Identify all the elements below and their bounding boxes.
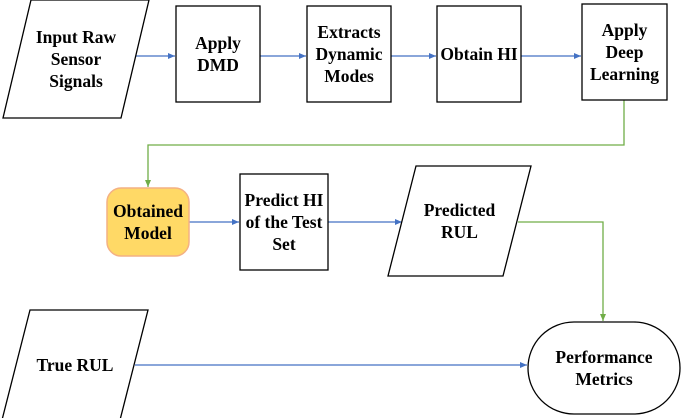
node-performance-label: Performance Metrics xyxy=(555,347,653,389)
node-apply-dmd-shape xyxy=(175,5,261,103)
node-predicted-rul-label: Predicted RUL xyxy=(423,200,496,242)
node-extract-modes-shape xyxy=(306,5,392,103)
node-true-rul-shape xyxy=(1,309,149,418)
node-predict-hi-shape xyxy=(239,173,329,271)
arrow-apply-dl-to-obtained-model xyxy=(145,100,625,187)
node-obtain-hi-shape xyxy=(436,5,522,103)
node-input-raw-shape xyxy=(2,0,150,119)
arrow-predicted-rul-to-performance xyxy=(518,221,606,321)
node-extract-modes-label: Extracts Dynamic Modes xyxy=(315,22,383,86)
node-input-raw-label: Input Raw Sensor Signals xyxy=(35,27,117,91)
node-true-rul-label: True RUL xyxy=(36,355,114,375)
node-obtained-model-label: Obtained Model xyxy=(112,201,184,243)
node-apply-dl-shape xyxy=(581,3,668,101)
node-obtain-hi-label: Obtain HI xyxy=(440,44,518,64)
node-predicted-rul-shape xyxy=(387,165,532,277)
node-performance-shape xyxy=(527,321,681,415)
node-apply-dl-label: Apply Deep Learning xyxy=(589,20,660,84)
node-obtained-model-shape xyxy=(106,187,190,257)
node-apply-dmd-label: Apply DMD xyxy=(195,33,241,75)
node-predict-hi-label: Predict HI of the Test Set xyxy=(244,190,324,254)
